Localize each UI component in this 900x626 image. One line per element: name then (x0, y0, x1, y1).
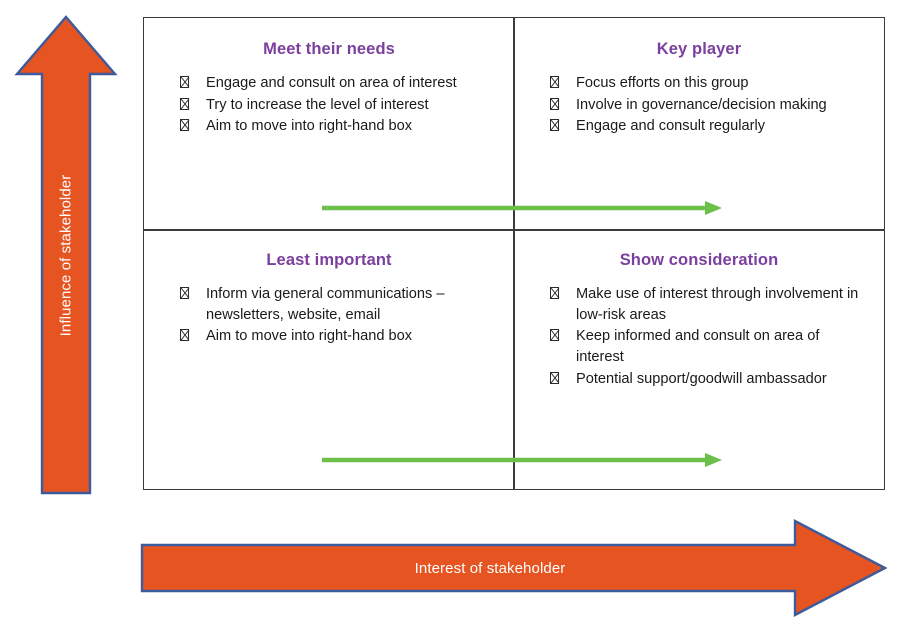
list-item: Aim to move into right-hand box (180, 116, 500, 137)
quadrant-bullet-list: Focus efforts on this group Involve in g… (524, 73, 874, 137)
quadrant-show-consideration: Show consideration Make use of interest … (514, 229, 884, 489)
quadrant-title: Meet their needs (263, 40, 395, 58)
crossed-box-icon (180, 329, 189, 342)
crossed-box-icon (180, 97, 189, 110)
crossed-box-icon (550, 287, 559, 299)
bullet-text: Aim to move into right-hand box (206, 328, 413, 345)
quadrant-least-important: Least important Inform via general commu… (144, 229, 514, 489)
quadrant-bullet-list: Inform via general communications – news… (154, 284, 504, 347)
up-arrow-icon (14, 15, 118, 495)
quadrant-title: Key player (656, 40, 742, 58)
horizontal-divider (144, 229, 884, 231)
crossed-box-icon (180, 287, 189, 299)
right-arrow-icon (140, 519, 888, 617)
quadrant-matrix: Meet their needs Engage and consult on a… (143, 17, 885, 490)
vertical-divider (513, 18, 515, 489)
crossed-box-icon (550, 329, 559, 342)
bullet-text: Aim to move into right-hand box (206, 118, 413, 135)
bullet-text: Inform via general communications – news… (206, 286, 445, 323)
quadrant-title: Least important (266, 251, 392, 269)
crossed-box-icon (550, 97, 559, 110)
bullet-text: Involve in governance/decision making (576, 96, 827, 113)
list-item: Keep informed and consult on area of int… (550, 326, 870, 367)
list-item: Inform via general communications – news… (180, 284, 500, 325)
crossed-box-icon (180, 76, 189, 88)
list-item: Try to increase the level of interest (180, 95, 500, 116)
bullet-text: Keep informed and consult on area of int… (576, 328, 820, 366)
list-item: Focus efforts on this group (550, 73, 870, 94)
crossed-box-icon (180, 119, 189, 132)
list-item: Potential support/goodwill ambassador (550, 369, 870, 390)
quadrant-bullet-list: Engage and consult on area of interest T… (154, 73, 504, 137)
bullet-text: Engage and consult regularly (576, 118, 766, 135)
bullet-text: Focus efforts on this group (576, 75, 749, 91)
quadrant-meet-their-needs: Meet their needs Engage and consult on a… (144, 18, 514, 229)
interest-axis-arrow: Interest of stakeholder (140, 518, 888, 618)
quadrant-key-player: Key player Focus efforts on this group I… (514, 18, 884, 229)
list-item: Aim to move into right-hand box (180, 326, 500, 347)
influence-axis-arrow: Influence of stakeholder (14, 14, 118, 496)
list-item: Make use of interest through involvement… (550, 284, 870, 325)
quadrant-bullet-list: Make use of interest through involvement… (524, 284, 874, 390)
bullet-text: Try to increase the level of interest (206, 96, 429, 113)
list-item: Engage and consult regularly (550, 116, 870, 137)
crossed-box-icon (550, 76, 559, 88)
bullet-text: Engage and consult on area of interest (206, 75, 457, 91)
list-item: Involve in governance/decision making (550, 95, 870, 116)
quadrant-title: Show consideration (619, 251, 779, 269)
bullet-text: Make use of interest through involvement… (576, 286, 859, 323)
crossed-box-icon (550, 119, 559, 132)
bullet-text: Potential support/goodwill ambassador (576, 370, 827, 387)
crossed-box-icon (550, 371, 559, 384)
list-item: Engage and consult on area of interest (180, 73, 500, 94)
